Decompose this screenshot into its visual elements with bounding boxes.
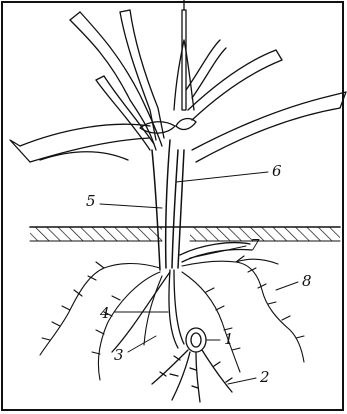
leaf-right [192,92,346,162]
central-leaf [174,0,194,110]
leader-line-5 [100,204,162,208]
label-3: 3 [114,346,124,364]
label-6: 6 [272,162,282,180]
stem [152,140,184,270]
soil-surface [30,227,340,241]
part-labels: 1 2 3 4 5 6 7 8 [86,162,312,386]
leader-line-3 [128,336,156,352]
leaf-upper-right [186,40,282,120]
label-1: 1 [224,330,234,348]
label-7: 7 [250,236,260,254]
label-5: 5 [86,192,96,210]
leader-line-2 [228,378,256,384]
seed-and-seminal-roots [112,270,232,402]
leader-line-6 [176,172,268,182]
leader-lines [100,172,298,384]
leaf-upper-left [70,10,164,150]
label-8: 8 [302,272,312,290]
label-2: 2 [259,368,270,386]
leader-line-8 [276,282,298,290]
leaf-left [10,124,150,162]
nodal-roots-right [182,256,304,372]
label-4: 4 [99,304,110,322]
